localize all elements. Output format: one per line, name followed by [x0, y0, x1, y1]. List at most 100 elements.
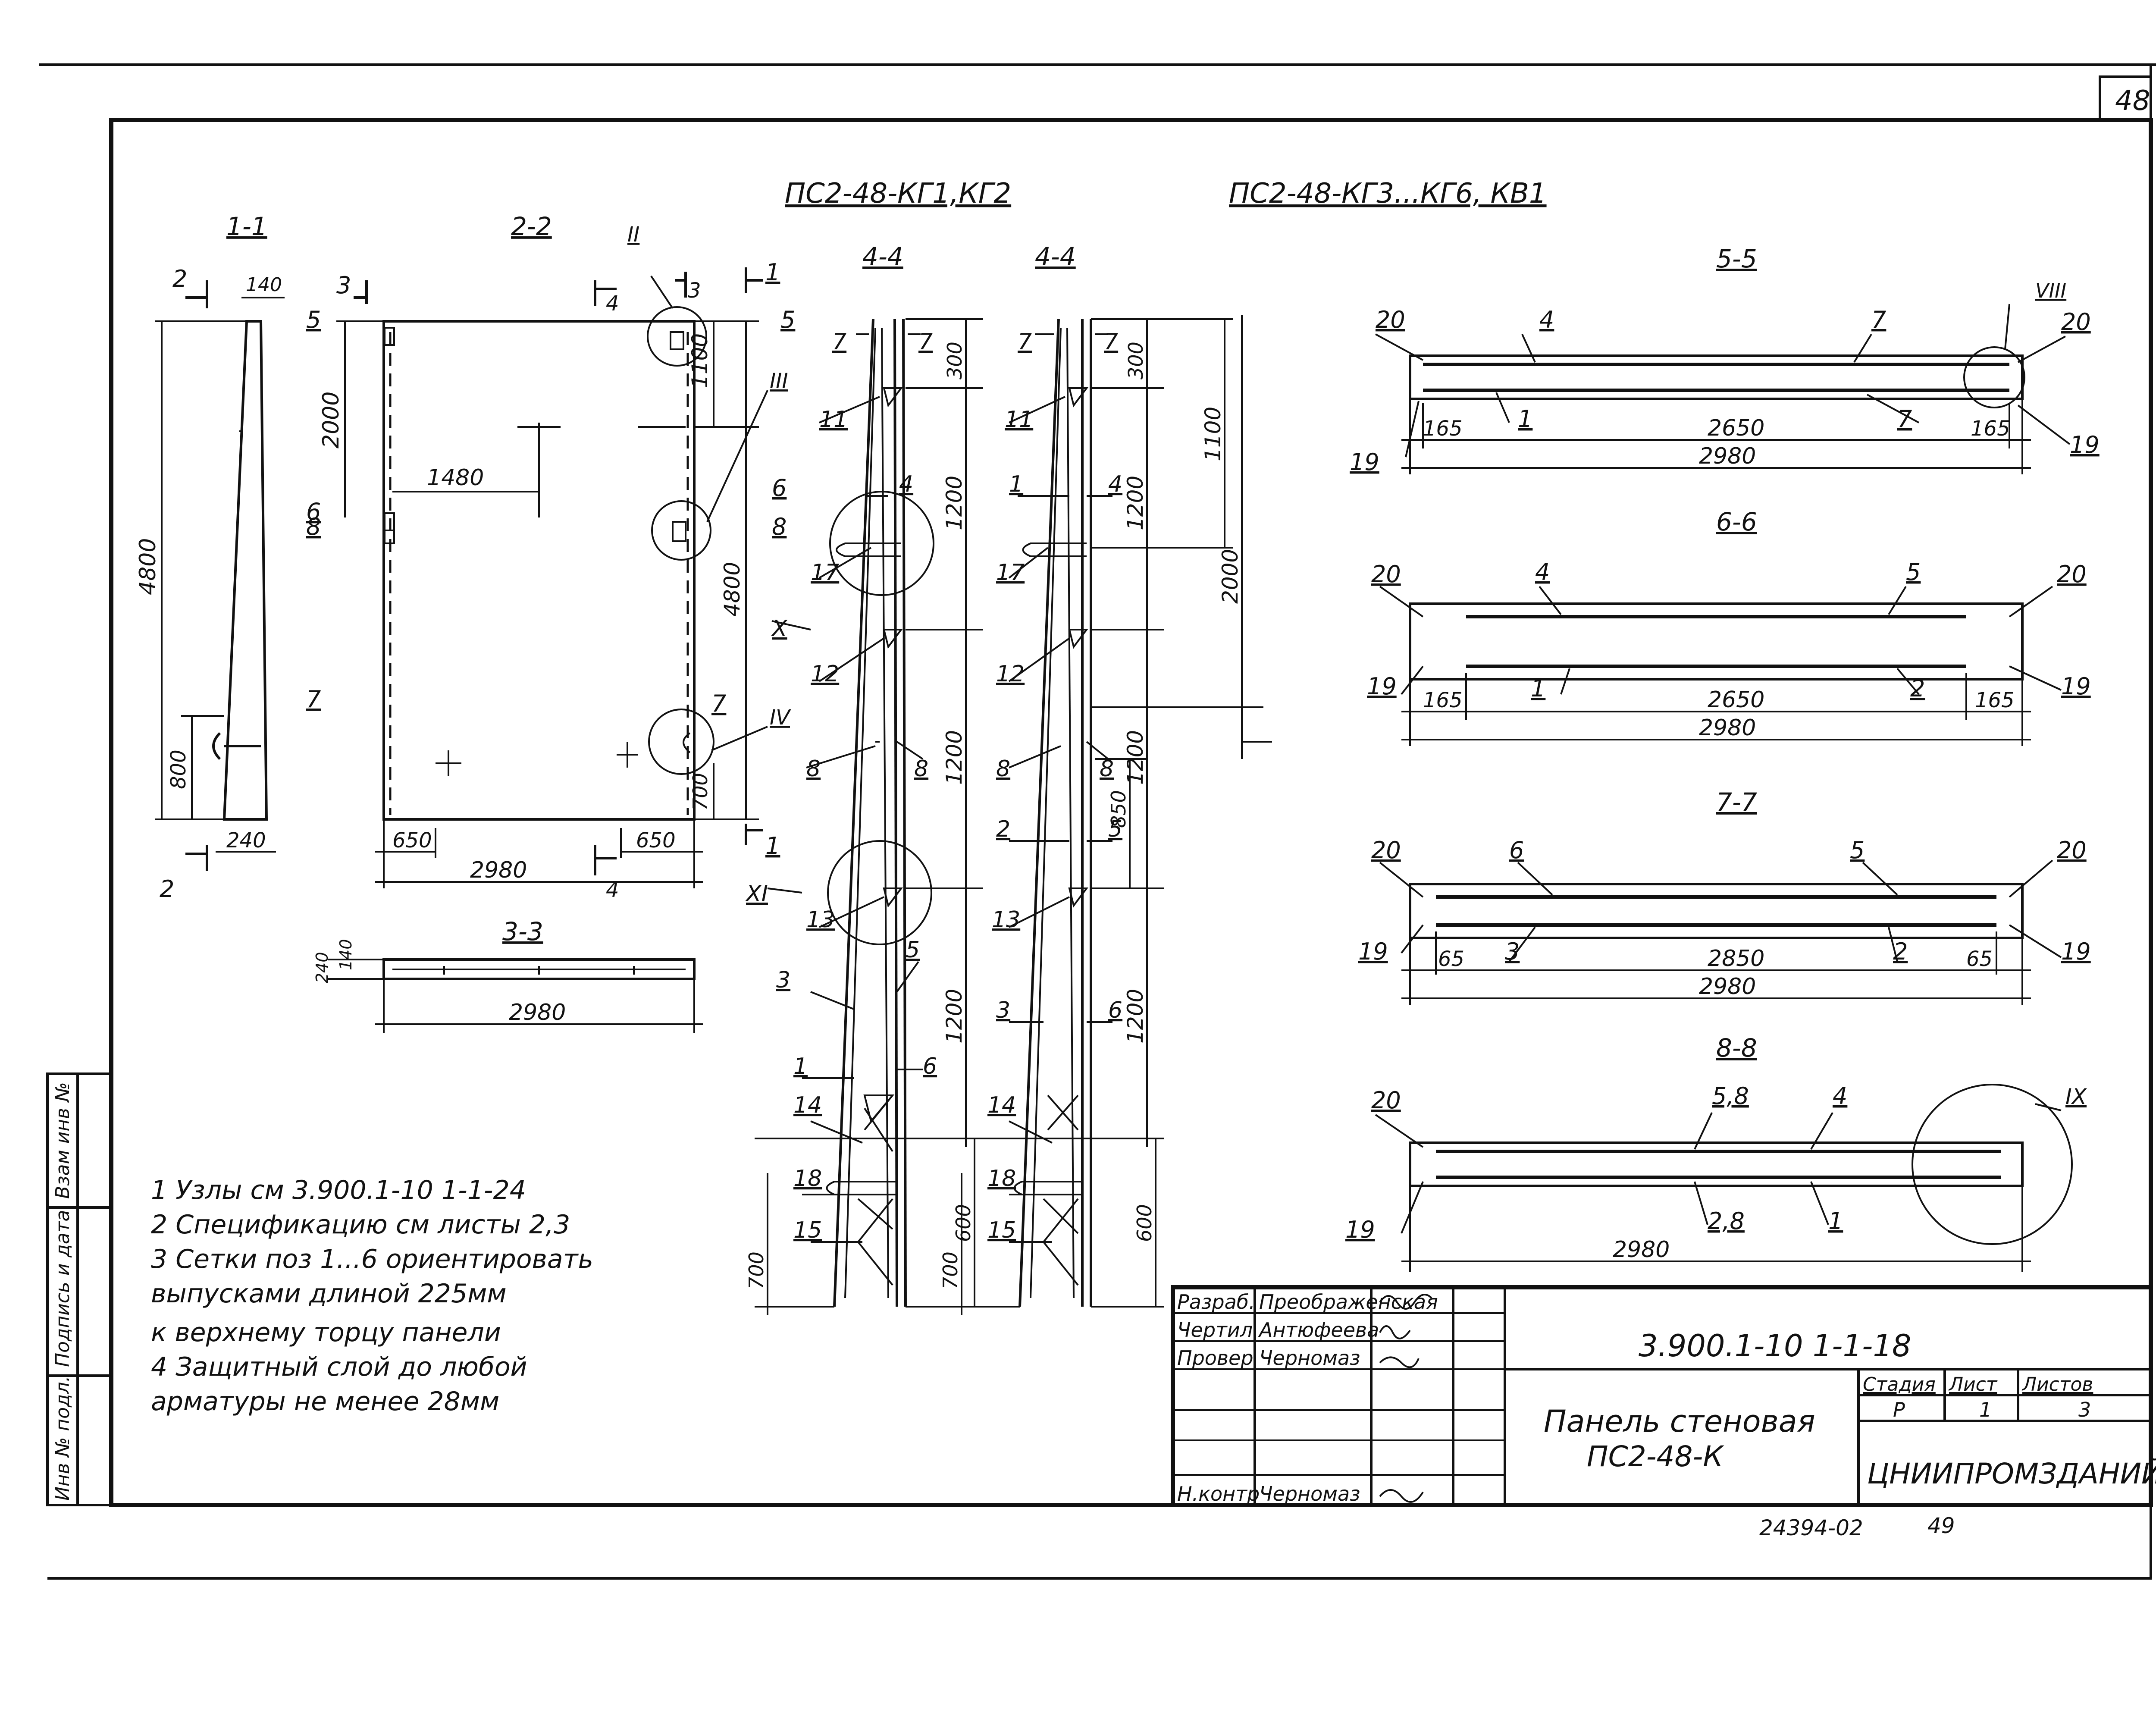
- dim-4a-1200c: 1200: [942, 989, 967, 1044]
- dim-4b-600: 600: [1133, 1204, 1156, 1242]
- dim-6-165a: 165: [1423, 688, 1463, 712]
- pos-f-5: 5: [1850, 837, 1865, 864]
- mark-8-left: 8: [306, 513, 321, 540]
- pos-b-6: 6: [1108, 997, 1122, 1023]
- tb-title-2: ПС2-48-К: [1587, 1440, 1724, 1473]
- ref-X: X: [771, 616, 788, 642]
- pos-a-12: 12: [811, 661, 839, 687]
- pos-c-19a: 19: [1350, 448, 1379, 476]
- tb-name-3: Черномаз: [1259, 1346, 1360, 1370]
- dim-8-2980: 2980: [1613, 1237, 1670, 1263]
- tb-role-2: Чертил: [1177, 1318, 1253, 1342]
- mark-5-right: 5: [780, 306, 795, 333]
- dim-3-3-240: 240: [313, 952, 332, 983]
- pos-e-20a: 20: [1371, 561, 1401, 588]
- signature-2: [1379, 1325, 1411, 1339]
- section-4-4a-title: 4-4: [862, 242, 903, 271]
- signature-3: [1379, 1356, 1420, 1368]
- section-5-5: 5-5 VIII 20 4 7 20 1 7 19 19 165 2650 16…: [1350, 244, 2100, 476]
- pos-a-14: 14: [793, 1092, 822, 1118]
- pos-b-12: 12: [996, 661, 1025, 687]
- pos-b-2: 2: [996, 816, 1010, 842]
- section-2-2: 2-2 1480 2000 II III IV: [306, 212, 795, 902]
- tb-sheet-label: Лист: [1948, 1374, 1998, 1395]
- section-8-8-title: 8-8: [1716, 1033, 1757, 1063]
- ref-VIII: VIII: [2035, 279, 2066, 302]
- pos-b-17: 17: [996, 560, 1025, 586]
- pos-c-20b: 20: [2061, 308, 2091, 336]
- dim-7-2980: 2980: [1699, 974, 1756, 1000]
- header-kg36: ПС2-48-КГ3...КГ6, КВ1: [1229, 178, 1547, 210]
- page-number-bottom: 49: [1927, 1513, 1955, 1538]
- mark-4-bottom: 4: [606, 878, 619, 902]
- note-line-7: арматуры не менее 28мм: [151, 1386, 499, 1417]
- tb-title-1: Панель стеновая: [1544, 1404, 1815, 1439]
- dim-1-1-240: 240: [226, 828, 266, 853]
- pos-f-6: 6: [1509, 837, 1524, 864]
- dim-4b-1200c: 1200: [1123, 989, 1148, 1044]
- dim-4a-1200b: 1200: [942, 730, 967, 785]
- note-line-6: 4 Защитный слой до любой: [151, 1352, 527, 1382]
- pos-e-5: 5: [1906, 558, 1921, 586]
- note-line-5: к верхнему торцу панели: [151, 1317, 501, 1348]
- pos-b-13: 13: [992, 907, 1020, 933]
- pos-f-20b: 20: [2057, 837, 2087, 864]
- pos-a-7a: 7: [832, 329, 846, 355]
- archive-number: 24394-02: [1759, 1515, 1863, 1540]
- mark-6-left: 6: [306, 498, 321, 525]
- ref-XI: XI: [745, 881, 768, 907]
- pos-b-4: 4: [1108, 471, 1122, 497]
- pos-g-19: 19: [1345, 1216, 1375, 1243]
- dim-2-2-1100: 1100: [687, 333, 712, 388]
- tb-role-1: Разраб.: [1177, 1290, 1255, 1314]
- pos-a-1: 1: [793, 1054, 808, 1079]
- pos-a-15: 15: [793, 1217, 822, 1243]
- dim-3-3-140: 140: [336, 939, 355, 970]
- pos-g-58: 5,8: [1712, 1082, 1749, 1110]
- section-2-2-title: 2-2: [511, 212, 552, 241]
- dim-4b-1100: 1100: [1200, 407, 1225, 461]
- pos-b-7a: 7: [1018, 329, 1032, 355]
- ref-III: III: [770, 369, 788, 393]
- page-number-box: [2099, 75, 2152, 121]
- tb-sheets-label: Листов: [2021, 1374, 2093, 1395]
- pos-a-5: 5: [906, 937, 920, 963]
- dim-4b-850: 850: [1107, 790, 1130, 828]
- tb-sheet: 1: [1979, 1398, 1992, 1421]
- pos-a-13: 13: [806, 907, 835, 933]
- pos-e-1: 1: [1531, 675, 1545, 702]
- pos-c-1: 1: [1518, 405, 1532, 433]
- side-stamp: Инв № подл. Подпись и дата Взам инв №: [46, 1072, 113, 1506]
- pos-g-1: 1: [1828, 1207, 1843, 1235]
- dim-4a-300: 300: [943, 342, 966, 379]
- dim-1-1-140: 140: [246, 274, 282, 296]
- tb-role-3: Провер: [1177, 1346, 1253, 1370]
- pos-b-3: 3: [996, 997, 1010, 1023]
- stamp-inv-label: Инв № подл.: [52, 1376, 74, 1501]
- ref-IV: IV: [770, 706, 791, 730]
- pos-a-6: 6: [923, 1054, 937, 1079]
- pos-e-4: 4: [1535, 558, 1550, 586]
- pos-e-19b: 19: [2061, 673, 2091, 700]
- pos-f-19b: 19: [2061, 938, 2091, 965]
- dim-5-165a: 165: [1423, 417, 1463, 441]
- pos-c-7a: 7: [1871, 306, 1886, 333]
- dim-1-1-4800: 4800: [135, 538, 161, 595]
- note-line-2: 2 Спецификацию см листы 2,3: [151, 1210, 570, 1240]
- pos-a-8a: 8: [806, 756, 821, 782]
- tb-stage-label: Стадия: [1863, 1374, 1936, 1395]
- pos-c-19b: 19: [2070, 431, 2100, 458]
- pos-f-2: 2: [1893, 938, 1908, 965]
- tb-stage: Р: [1893, 1398, 1905, 1421]
- dim-2-2-2000: 2000: [318, 392, 344, 448]
- dim-4b-300: 300: [1124, 342, 1147, 379]
- tb-org: ЦНИИПРОМЗДАНИЙ: [1867, 1457, 2156, 1490]
- pos-b-1: 1: [1009, 471, 1023, 497]
- dim-2-2-4800: 4800: [720, 562, 745, 617]
- note-line-1: 1 Узлы см 3.900.1-10 1-1-24: [151, 1175, 526, 1205]
- pos-a-17: 17: [811, 560, 839, 586]
- mark-7-left: 7: [306, 686, 321, 713]
- pos-e-2: 2: [1910, 675, 1925, 702]
- mark-3-left: 3: [336, 272, 351, 299]
- section-4-4-a: 4-4 300 1200 1200 1200 600: [745, 242, 983, 1315]
